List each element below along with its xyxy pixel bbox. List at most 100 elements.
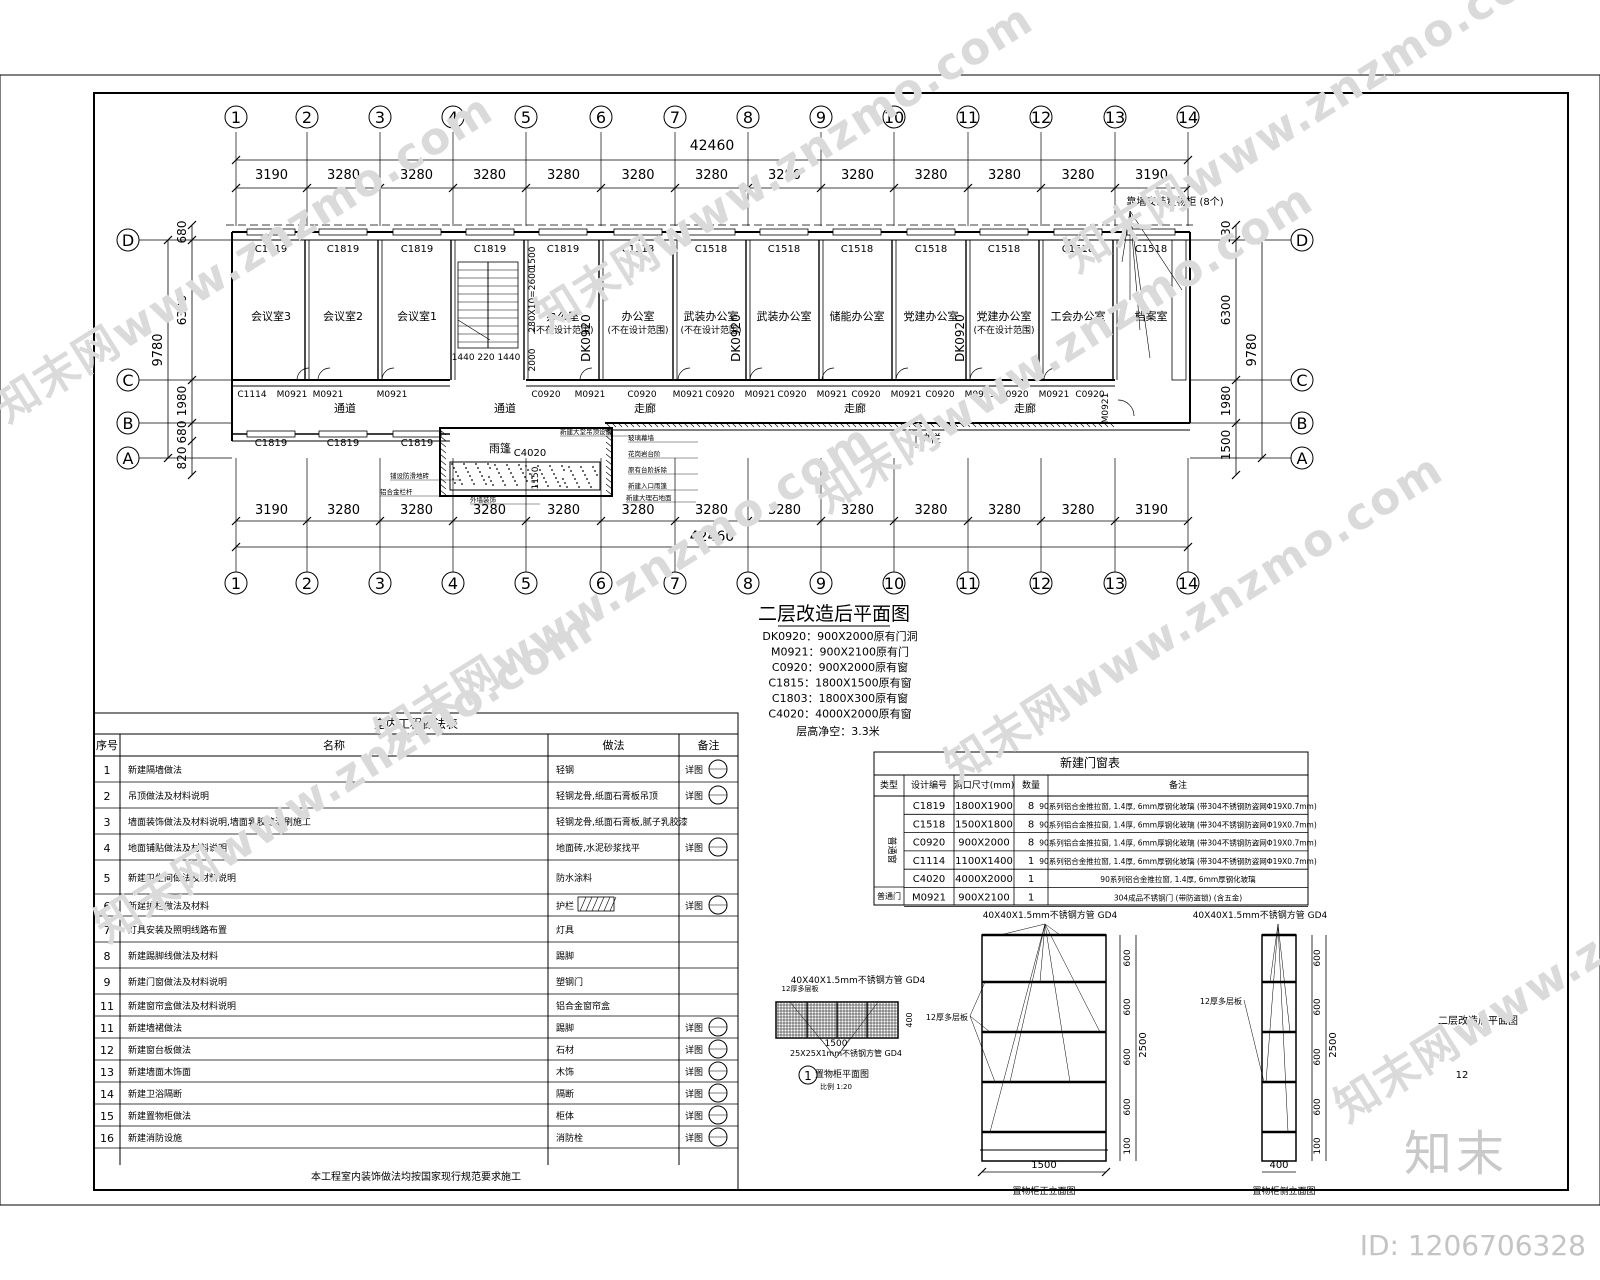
hatch-swatch-line (597, 896, 605, 912)
cabinet-plan-leader (819, 1037, 837, 1059)
dim-tick (231, 183, 241, 193)
window-code-top: C1518 (915, 244, 947, 255)
works-row-method: 踢脚 (556, 951, 574, 962)
terrazzo-dot (582, 470, 584, 472)
door-code: M0921 (965, 390, 996, 400)
door-row-size: 900X2100 (958, 893, 1009, 904)
terrazzo-dot (551, 469, 553, 471)
railing-hatch (706, 421, 713, 428)
railing-hatch (1102, 421, 1109, 428)
plan-legend-line: C0920：900X2000原有窗 (772, 660, 908, 674)
plan-legend-line: C1815：1800X1500原有窗 (768, 676, 911, 690)
cabinet-plan-number: 1 (804, 1069, 812, 1083)
works-row-method: 防水涂料 (556, 872, 592, 884)
door-table-header: 设计编号 (911, 779, 947, 791)
axis-label-top: 12 (1031, 108, 1051, 127)
terrazzo-dot (533, 481, 535, 483)
door-code: C0920 (777, 390, 806, 400)
cabinet-side-total: 2500 (1328, 1032, 1339, 1057)
cabinet-side-seg: 600 (1313, 949, 1323, 966)
railing-hatch (832, 421, 839, 428)
dim-span-top: 3280 (621, 168, 654, 183)
railing-hatch (820, 421, 827, 428)
dim-right-total: 9780 (1245, 333, 1260, 366)
detail-number-bubble (798, 1065, 818, 1085)
door-row-note: 90系列铝合金推拉窗, 1.4厚, 6mm厚钢化玻璃 (带304不锈钢防盗网Φ1… (1039, 856, 1317, 866)
terrazzo-dot (506, 464, 508, 466)
dim-tick (231, 542, 241, 552)
dim-right: 6300 (1219, 295, 1233, 326)
works-row-method: 铝合金窗帘盒 (556, 1000, 610, 1012)
terrazzo-dot (524, 476, 526, 478)
stair-dim-v: 1500 (528, 246, 538, 269)
terrazzo-dot (539, 469, 541, 471)
axis-label-bottom: 1 (231, 574, 241, 593)
window-code-top: C1518 (1135, 244, 1167, 255)
railing-hatch (1012, 421, 1019, 428)
dim-span-bottom: 3190 (255, 503, 288, 518)
window-top (979, 228, 1029, 236)
door-row-qty: 8 (1028, 838, 1034, 849)
door-row-size: 1500X1800 (955, 819, 1013, 830)
cabinet-side-leader (1265, 923, 1279, 1083)
corridor-name: 通道 (334, 401, 356, 415)
terrazzo-dot (555, 477, 557, 479)
dim-span-top: 3280 (327, 168, 360, 183)
dim-tick (670, 183, 680, 193)
cabinet-front-leader (969, 1015, 991, 1033)
window-bottom (318, 430, 368, 438)
terrazzo-dot (471, 479, 473, 481)
works-row-note: 详图 (685, 790, 703, 802)
terrazzo-dot (531, 477, 533, 479)
room-name: 储能办公室 (830, 309, 885, 323)
door-table-header: 备注 (1169, 779, 1187, 791)
door-swing (1117, 399, 1135, 417)
window-code-top: C1518 (622, 244, 654, 255)
axis-label-top: 7 (670, 108, 680, 127)
dim-tick (1101, 1167, 1111, 1177)
railing-hatch (610, 421, 617, 428)
works-table-header: 备注 (698, 738, 720, 752)
axis-bubble-bottom (1103, 571, 1127, 595)
cabinet-side-seg: 100 (1313, 1137, 1323, 1154)
canopy-hatch (439, 435, 447, 442)
door-table-title: 新建门窗表 (1060, 755, 1120, 770)
axis-bubble-bottom (514, 571, 538, 595)
dim-left: 1980 (175, 386, 189, 417)
canopy-hatch (439, 453, 447, 460)
hatch-swatch-line (591, 896, 599, 912)
terrazzo-dot (453, 467, 455, 469)
axis-bubble-bottom (224, 571, 248, 595)
canopy-hatch (439, 489, 447, 496)
axis-bubble-top (295, 105, 319, 129)
railing-hatch (694, 421, 701, 428)
terrazzo-dot (553, 473, 555, 475)
room-name: 武装办公室 (757, 309, 812, 323)
terrazzo-dot (572, 474, 574, 476)
row-bubble-left (116, 446, 140, 470)
axis-label-top: 1 (231, 108, 241, 127)
terrazzo-dot (504, 484, 506, 486)
window-code-top: C1819 (327, 244, 359, 255)
row-bubble-right (1290, 368, 1314, 392)
axis-bubble-top (589, 105, 613, 129)
dim-tick (375, 183, 385, 193)
door-table-border (873, 751, 1309, 906)
terrazzo-dot (488, 476, 490, 478)
door-code: M0921 (817, 390, 848, 400)
works-row-name: 新建踢脚线做法及材料 (128, 950, 218, 962)
terrazzo-dot (494, 464, 496, 466)
door-swing (579, 367, 593, 381)
dim-tick (596, 183, 606, 193)
window-top (832, 228, 882, 236)
railing-hatch (982, 421, 989, 428)
works-row-method: 地面砖,水泥砂浆找平 (556, 842, 640, 854)
axis-bubble-top (736, 105, 760, 129)
railing-hatch (934, 421, 941, 428)
door-row-note: 90系列铝合金推拉窗, 1.4厚, 6mm厚钢化玻璃 (带304不锈钢防盗网Φ1… (1039, 819, 1317, 829)
titleblock-sheet: 12 (1456, 1070, 1469, 1081)
railing-hatch (802, 421, 809, 428)
door-code: M0921 (891, 390, 922, 400)
terrazzo-dot (584, 474, 586, 476)
